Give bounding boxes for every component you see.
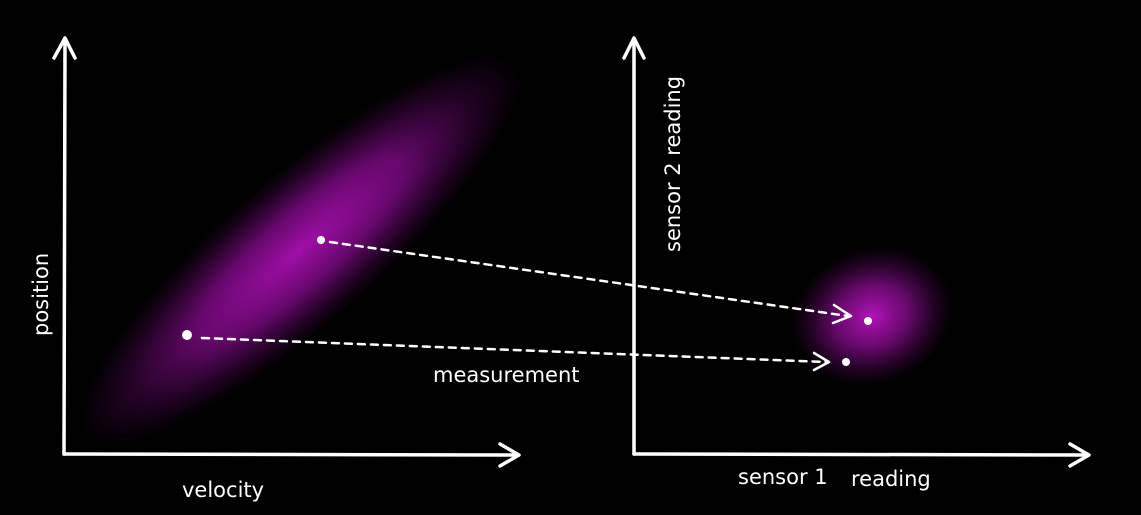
sensor-distribution-blob (791, 246, 953, 386)
right-y-axis-label: sensor 2 reading (661, 76, 685, 252)
sensor-point-lower (842, 358, 850, 366)
left-x-axis-label: velocity (182, 478, 264, 502)
right-x-arrowhead (1068, 442, 1091, 468)
state-point-upper (317, 236, 325, 244)
right-x-axis (632, 452, 1090, 457)
right-y-arrowhead (622, 36, 646, 60)
left-axes (52, 36, 521, 468)
left-x-arrowhead (498, 442, 521, 468)
left-y-arrowhead (52, 36, 77, 60)
right-axes (622, 36, 1091, 468)
mapping-arrow-upper (328, 240, 850, 318)
mapping-arrowhead-lower (812, 351, 831, 372)
mapping-arrow-lower (200, 336, 828, 364)
measurement-annotation: measurement (433, 363, 580, 387)
mapping-arrowhead-upper (831, 303, 853, 325)
left-x-axis (62, 452, 520, 457)
state-distribution-blob (79, 54, 521, 446)
left-y-axis-label: position (29, 253, 53, 336)
left-y-axis (62, 38, 67, 456)
state-point-lower (182, 330, 192, 340)
right-x-axis-label-sensor: sensor 1 (738, 465, 828, 489)
right-x-axis-label-reading: reading (851, 467, 931, 491)
sensor-point-upper (864, 317, 872, 325)
